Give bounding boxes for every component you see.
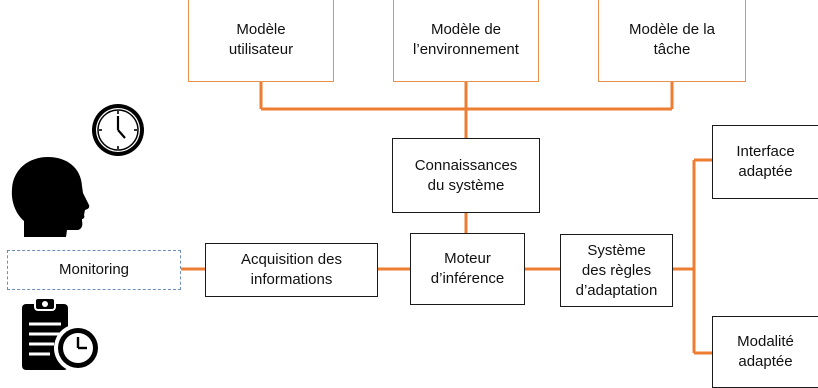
knowledge-box: Connaissances du système — [392, 138, 540, 213]
inference-label: Moteur d’inférence — [430, 250, 505, 287]
environment-model-box: Modèle de l’environnement — [393, 0, 539, 82]
monitoring-label: Monitoring — [58, 261, 130, 278]
task-model-label: Modèle de la tâche — [629, 21, 715, 58]
user-model-box: Modèle utilisateur — [188, 0, 334, 82]
knowledge-label: Connaissances du système — [414, 156, 518, 194]
acquisition-label: Acquisition des informations — [241, 251, 342, 288]
user-model-label: Modèle utilisateur — [228, 21, 294, 58]
monitoring-box: Monitoring — [7, 250, 181, 290]
clock-icon — [92, 104, 144, 156]
acquisition-box: Acquisition des informations — [205, 243, 378, 297]
clipboard-clock-icon — [22, 297, 102, 372]
modality-output-box: Modalité adaptée — [712, 316, 818, 388]
environment-model-label: Modèle de l’environnement — [413, 21, 519, 58]
interface-output-box: Interface adaptée — [712, 125, 818, 199]
interface-output-label: Interface adaptée — [736, 143, 795, 180]
task-model-box: Modèle de la tâche — [598, 0, 746, 82]
head-silhouette-icon — [11, 157, 90, 237]
rules-label: Système des règles d’adaptation — [575, 241, 658, 299]
modality-output-label: Modalité adaptée — [737, 333, 794, 370]
inference-box: Moteur d’inférence — [410, 233, 525, 305]
rules-box: Système des règles d’adaptation — [560, 234, 673, 307]
